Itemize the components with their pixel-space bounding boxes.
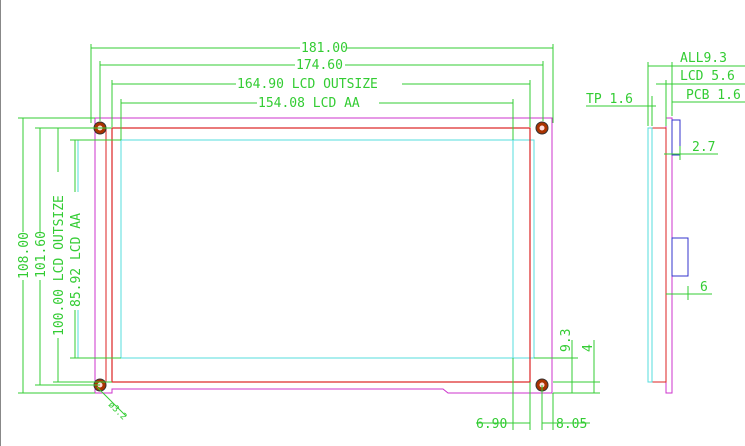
side-connector-2-label: 6 <box>700 280 708 295</box>
hole-diameter-label: ø3.2 <box>106 400 128 422</box>
dim-height-lcd-aa-label: 85.92 LCD AA <box>69 213 84 307</box>
dim-height-all-label: 108.00 <box>17 232 32 279</box>
dim-offset-vertical <box>534 340 600 394</box>
dim-offset-bottom <box>476 358 590 430</box>
lcd-active-area <box>120 139 514 359</box>
pcb-outline <box>94 117 553 394</box>
lcd-outline <box>111 127 531 383</box>
dim-offset-v2-label: 4 <box>581 344 596 352</box>
touch-panel-outline <box>77 139 535 359</box>
dim-width-holes-label: 174.60 <box>296 58 343 73</box>
side-pcb <box>665 117 673 394</box>
dim-height-lcd-outsize-label: 100.00 LCD OUTSIZE <box>52 195 67 336</box>
side-tp <box>647 127 653 383</box>
side-lcd <box>651 127 667 383</box>
dim-width-all-label: 181.00 <box>301 41 348 56</box>
side-tp-thickness-label: TP 1.6 <box>586 92 633 107</box>
dim-offset-v1-label: 9.3 <box>559 329 574 352</box>
side-pcb-thickness-label: PCB 1.6 <box>686 88 741 103</box>
side-view <box>647 117 689 394</box>
mounting-hole-top-right <box>535 121 549 135</box>
side-all-thickness-label: ALL9.3 <box>680 51 727 66</box>
dim-width-lcd-outsize-label: 164.90 LCD OUTSIZE <box>237 77 378 92</box>
dim-offset-right-label: 8.05 <box>556 417 587 432</box>
dim-height-holes-label: 101.60 <box>34 231 49 278</box>
dim-offset-left-label: 6.90 <box>476 417 507 432</box>
dim-side-connectors <box>664 146 718 300</box>
side-lcd-thickness-label: LCD 5.6 <box>680 69 735 84</box>
side-connector-mid <box>671 237 689 277</box>
side-connector-top <box>671 119 681 156</box>
hole-diameter-leader <box>96 386 127 417</box>
dim-width-lcd-aa-label: 154.08 LCD AA <box>258 96 360 111</box>
side-connector-1-label: 2.7 <box>692 140 715 155</box>
dim-side-thickness <box>586 62 745 126</box>
